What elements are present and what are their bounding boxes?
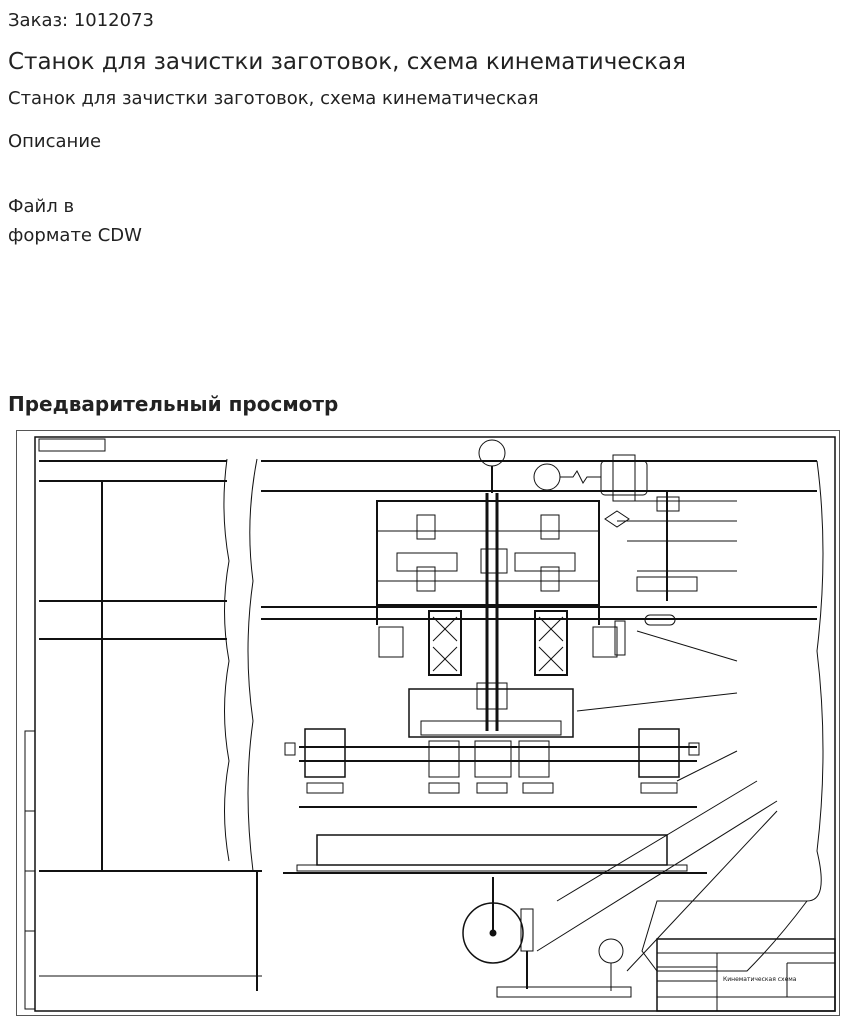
description-heading: Описание — [8, 131, 102, 152]
preview-heading: Предварительный просмотр — [8, 392, 339, 416]
page-title: Станок для зачистки заготовок, схема кин… — [8, 49, 686, 75]
order-number: Заказ: 1012073 — [8, 10, 154, 31]
kinematic-scheme-drawing: Кинематическая схема — [24, 436, 836, 1012]
drawing-title-block-label: Кинематическая схема — [723, 976, 797, 983]
description-text: Файл в формате CDW — [8, 192, 168, 250]
preview-image[interactable]: Кинематическая схема — [16, 430, 840, 1016]
description-line-1: Файл в — [8, 196, 75, 217]
description-line-2: формате CDW — [8, 225, 142, 246]
page-subtitle: Станок для зачистки заготовок, схема кин… — [8, 88, 539, 109]
